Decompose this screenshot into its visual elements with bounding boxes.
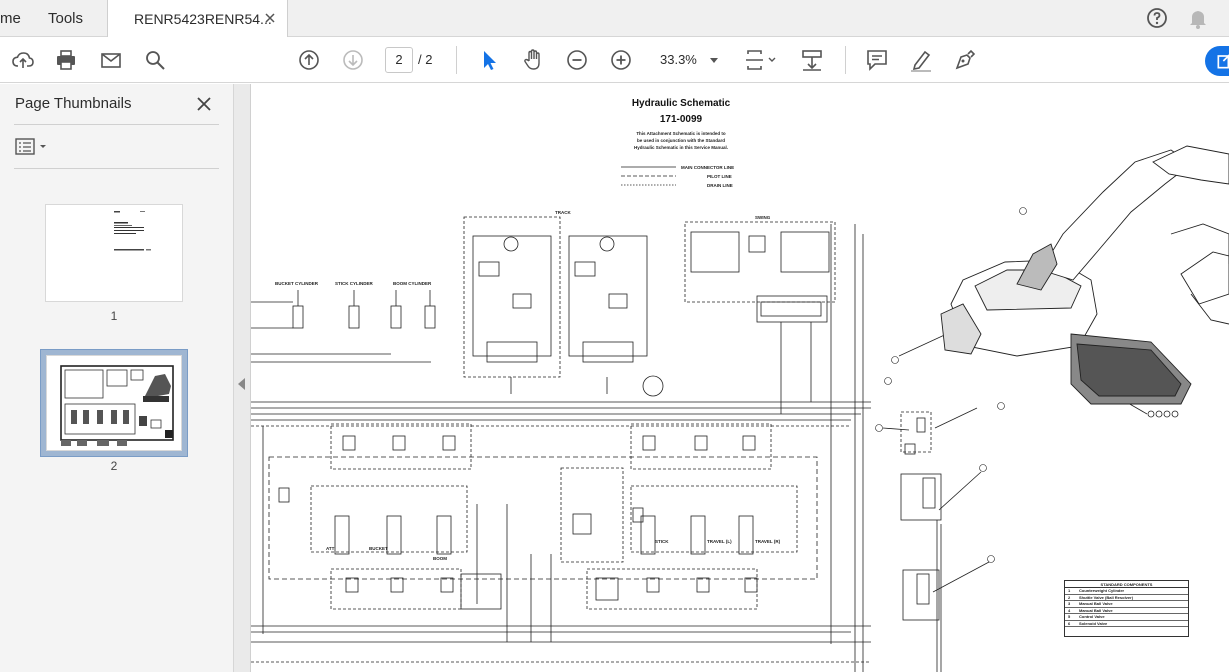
- highlight-pen-icon[interactable]: [908, 47, 934, 73]
- panel-divider: [14, 124, 219, 125]
- thumbnail-page-number: 1: [110, 309, 118, 323]
- page-thumbnail-2[interactable]: [47, 356, 181, 450]
- row-component: Manual Ball Valve: [1079, 601, 1113, 606]
- zoom-value: 33.3%: [660, 52, 697, 67]
- sign-icon[interactable]: [952, 47, 978, 73]
- row-number: 3: [1068, 601, 1071, 606]
- row-component: Control Valve: [1079, 614, 1105, 619]
- comment-icon[interactable]: [864, 47, 890, 73]
- page-up-icon[interactable]: [296, 47, 322, 73]
- tab-document[interactable]: RENR5423RENR54...: [108, 0, 288, 38]
- label-bucket: BUCKET: [369, 546, 388, 551]
- tab-tools[interactable]: Tools: [24, 0, 108, 37]
- select-cursor-icon[interactable]: [476, 47, 502, 73]
- page-thumbnails-panel: Page Thumbnails 1: [0, 84, 234, 672]
- toolbar-divider: [845, 46, 846, 74]
- note-line: be used in conjunction with the Standard: [636, 138, 725, 143]
- fit-page-icon[interactable]: [745, 47, 779, 73]
- zoom-in-icon[interactable]: [608, 47, 634, 73]
- mail-icon[interactable]: [98, 47, 124, 73]
- tab-bar: me Tools RENR5423RENR54...: [0, 0, 1229, 38]
- tab-tools-label: Tools: [47, 10, 84, 27]
- help-icon[interactable]: [1145, 6, 1169, 30]
- zoom-dropdown[interactable]: 33.3%: [650, 47, 724, 73]
- scroll-mode-icon[interactable]: [799, 47, 825, 73]
- cloud-upload-icon[interactable]: [10, 47, 36, 73]
- table-title: STANDARD COMPONENTS: [1065, 581, 1188, 588]
- tab-home-label: me: [0, 10, 21, 27]
- hydraulic-schematic: [251, 145, 1229, 672]
- hand-icon[interactable]: [520, 47, 546, 73]
- table-row: 1 Counterweight Cylinder: [1065, 588, 1188, 595]
- chevron-down-icon: [710, 58, 718, 63]
- label-track: TRACK: [555, 210, 571, 215]
- label-boom-cylinder: BOOM CYLINDER: [393, 281, 432, 286]
- row-component: Manual Ball Valve: [1079, 607, 1113, 613]
- panel-title: Page Thumbnails: [15, 95, 132, 112]
- standard-components-table: STANDARD COMPONENTS 1 Counterweight Cylin…: [1064, 580, 1189, 637]
- panel-collapse-handle[interactable]: [234, 84, 251, 672]
- table-row: 5 Control Valve: [1065, 614, 1188, 621]
- page-number-input[interactable]: 2: [385, 47, 413, 73]
- document-view[interactable]: Hydraulic Schematic 171-0099 This Attach…: [251, 84, 1229, 672]
- toolbar-divider: [456, 46, 457, 74]
- row-number: 6: [1068, 620, 1071, 626]
- note-line: This Attachment Schematic is intended to: [636, 131, 726, 136]
- table-row: 3 Manual Ball Valve: [1065, 601, 1188, 608]
- row-number: 2: [1068, 594, 1071, 600]
- label-bucket-cylinder: BUCKET CYLINDER: [275, 281, 319, 286]
- label-att: ATT: [326, 546, 335, 551]
- row-number: 4: [1068, 607, 1071, 613]
- legend-drain-line: DRAIN LINE: [707, 183, 733, 188]
- row-number: 5: [1068, 614, 1071, 619]
- page-total: / 2: [418, 52, 433, 67]
- zoom-out-icon[interactable]: [564, 47, 590, 73]
- page-thumbnail-1[interactable]: [46, 205, 182, 301]
- close-icon[interactable]: [196, 96, 212, 112]
- panel-divider: [14, 168, 219, 169]
- page-down-icon[interactable]: [340, 47, 366, 73]
- legend-main-line: MAIN CONNECTOR LINE: [681, 165, 735, 170]
- note-line: Hydraulic Schematic in this Service Manu…: [633, 145, 729, 150]
- table-row: 2 Shuttle Valve (Ball Resolver): [1065, 594, 1188, 601]
- search-icon[interactable]: [142, 47, 168, 73]
- row-component: Solenoid Valve: [1079, 620, 1108, 626]
- row-component: Counterweight Cylinder: [1079, 588, 1125, 593]
- label-stick: STICK: [655, 539, 669, 544]
- label-travel-r: TRAVEL (R): [755, 539, 781, 544]
- tab-document-label: RENR5423RENR54...: [134, 11, 272, 27]
- share-button[interactable]: [1205, 46, 1229, 76]
- thumbnail-page-number: 2: [110, 459, 118, 473]
- label-boom: BOOM: [433, 556, 447, 561]
- label-stick-cylinder: STICK CYLINDER: [335, 281, 373, 286]
- print-icon[interactable]: [53, 47, 79, 73]
- row-number: 1: [1068, 588, 1071, 593]
- label-swing: SWING: [755, 215, 771, 220]
- document-number: 171-0099: [659, 114, 703, 125]
- row-component: Shuttle Valve (Ball Resolver): [1079, 594, 1134, 600]
- label-travel-l: TRAVEL (L): [707, 539, 732, 544]
- document-title: Hydraulic Schematic: [631, 98, 731, 109]
- bell-icon[interactable]: [1186, 6, 1210, 30]
- close-icon[interactable]: [263, 11, 277, 25]
- tab-home[interactable]: me: [0, 0, 24, 37]
- document-note: This Attachment Schematic is intended to…: [621, 130, 741, 151]
- table-row: 4 Manual Ball Valve: [1065, 607, 1188, 614]
- chevron-left-icon: [238, 378, 245, 390]
- toolbar: 2 / 2 33.3%: [0, 37, 1229, 83]
- thumbnail-options-button[interactable]: [15, 138, 51, 156]
- legend-pilot-line: PILOT LINE: [707, 174, 732, 179]
- table-row: 6 Solenoid Valve: [1065, 620, 1188, 627]
